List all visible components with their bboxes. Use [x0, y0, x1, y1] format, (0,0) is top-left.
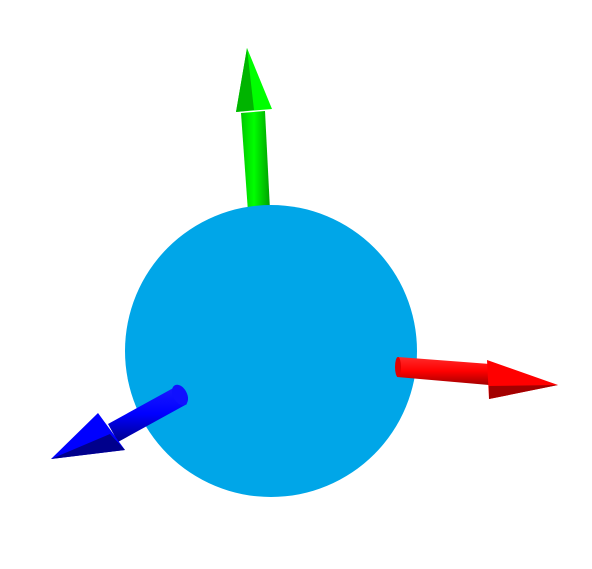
z-axis-shaft — [108, 386, 187, 442]
x-axis-arrow — [395, 357, 558, 399]
x-axis-shaft — [397, 357, 490, 385]
y-axis-arrow — [236, 48, 272, 212]
z-axis-head-shade — [51, 434, 125, 459]
sphere[interactable] — [125, 205, 417, 497]
x-axis-head-shade — [489, 385, 558, 399]
z-axis-arrow — [51, 384, 189, 459]
x-axis-shaft-cap — [395, 357, 401, 377]
y-axis-head-shade — [236, 48, 254, 112]
z-axis-shaft-cap — [171, 384, 189, 406]
y-axis-shaft — [241, 111, 270, 212]
